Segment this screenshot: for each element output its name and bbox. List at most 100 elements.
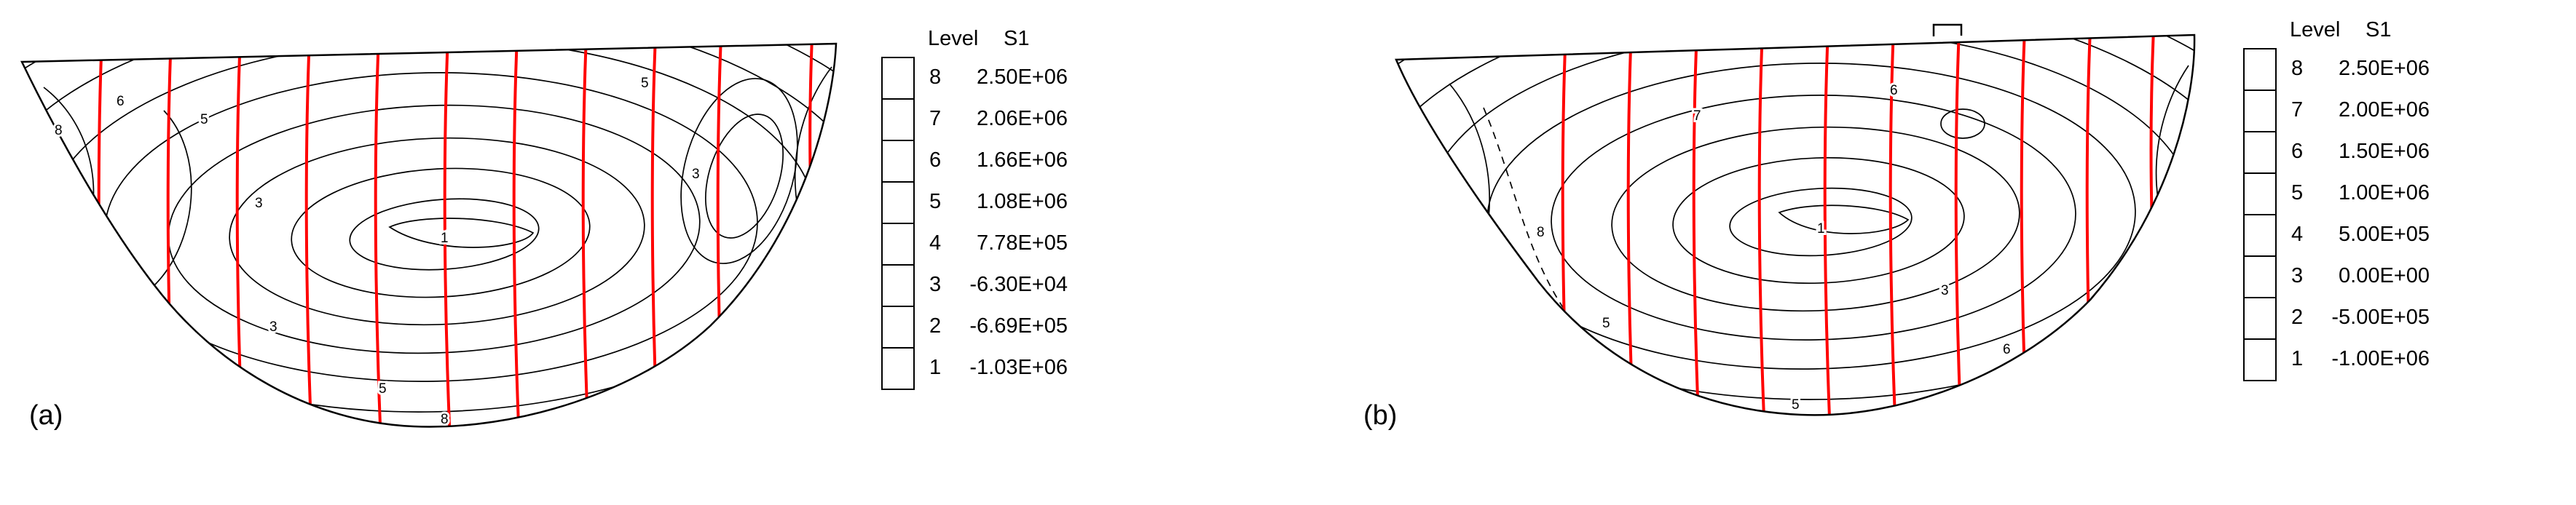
red-section-lines-b (1561, 35, 2158, 415)
legend-level: 1 (929, 356, 942, 379)
legend-a-boxes (881, 57, 915, 390)
legend-level: 3 (2291, 264, 2304, 287)
contour-curve (1396, 35, 2195, 415)
contour-curve (168, 104, 701, 354)
legend-s1-header: S1 (1004, 27, 1030, 50)
legend-value: 1.50E+06 (2339, 140, 2430, 163)
red-section-line (97, 44, 106, 427)
legend-value: -6.30E+04 (969, 273, 1068, 296)
legend-a-header: Level S1 (881, 27, 1068, 51)
contour-label: 6 (2003, 342, 2011, 357)
legend-level: 2 (929, 314, 942, 338)
legend-value: 5.00E+05 (2339, 223, 2430, 246)
panel-b-label: (b) (1363, 400, 1398, 431)
legend-row: 1 -1.03E+06 (929, 347, 1068, 389)
contour-lines-b (1396, 35, 2195, 415)
red-section-line (716, 44, 725, 427)
legend-level: 5 (929, 190, 942, 213)
contour-curve (388, 218, 535, 248)
legend-box (2245, 49, 2275, 91)
contour-label: 8 (441, 412, 449, 427)
contour-curve (291, 167, 591, 298)
contour-curve (229, 137, 645, 326)
legend-box (883, 141, 913, 183)
contour-curve (1611, 126, 2020, 312)
red-section-line (1954, 35, 1963, 415)
legend-row: 7 2.00E+06 (2291, 90, 2430, 131)
panel-a-plot: 8 6 5 3 1 3 5 8 5 3 (20, 42, 838, 429)
legend-b-header: Level S1 (2243, 18, 2430, 42)
red-section-line (2020, 35, 2028, 415)
legend-box (2245, 298, 2275, 340)
red-section-line (1823, 35, 1832, 415)
contour-curve (1425, 35, 2195, 400)
legend-level-header: Level (2290, 18, 2341, 41)
legend-value: -1.03E+06 (969, 356, 1068, 379)
contour-label: 6 (117, 94, 125, 109)
legend-level: 6 (2291, 140, 2304, 163)
contour-label: 1 (441, 231, 449, 246)
contour-label: 3 (255, 196, 263, 211)
legend-value: 0.00E+00 (2339, 264, 2430, 287)
legend-box (883, 183, 913, 224)
contour-curve (349, 198, 540, 271)
red-section-line (2085, 35, 2094, 415)
red-section-line (1888, 35, 1897, 415)
legend-level: 7 (2291, 98, 2304, 122)
legend-level: 6 (929, 148, 942, 172)
legend-box (2245, 174, 2275, 215)
contour-label: 5 (1792, 397, 1800, 413)
legend-b-boxes (2243, 48, 2277, 381)
contour-label: 5 (641, 76, 649, 91)
contour-label: 7 (1693, 108, 1701, 124)
legend-row: 3 0.00E+00 (2291, 255, 2430, 297)
contour-label: 5 (379, 381, 387, 397)
legend-value: 2.06E+06 (977, 107, 1068, 130)
panel-a-label: (a) (29, 400, 63, 431)
legend-level: 7 (929, 107, 942, 130)
contour-curve (1449, 83, 1491, 263)
legend-row: 7 2.06E+06 (929, 98, 1068, 140)
red-section-line (512, 44, 521, 427)
contour-curve (1672, 156, 1965, 285)
legend-box (2245, 132, 2275, 174)
contour-label: 5 (1602, 316, 1610, 331)
red-section-line (235, 44, 244, 427)
legend-level: 8 (929, 65, 942, 89)
legend-level: 8 (2291, 57, 2304, 80)
contour-label: 6 (1890, 83, 1898, 98)
legend-level: 4 (929, 231, 942, 255)
contour-labels-a: 8 6 5 3 1 3 5 8 5 3 (52, 73, 702, 429)
legend-row: 2-6.69E+05 (929, 306, 1068, 347)
legend-value: 2.00E+06 (2339, 98, 2430, 122)
contour-curve (22, 44, 836, 427)
contour-label: 5 (200, 112, 208, 127)
legend-s1-header: S1 (2366, 18, 2392, 41)
legend-row: 1-1.00E+06 (2291, 338, 2430, 380)
red-section-line (1757, 35, 1766, 415)
legend-value: 1.00E+06 (2339, 181, 2430, 204)
contour-curve (1778, 204, 1910, 234)
red-section-lines-a (97, 44, 816, 427)
legend-value: 7.78E+05 (977, 231, 1068, 255)
legend-value: 2.50E+06 (977, 65, 1068, 89)
contour-label: 3 (269, 319, 277, 335)
legend-value: -5.00E+05 (2331, 306, 2430, 329)
legend-level: 3 (929, 273, 942, 296)
red-section-line (2149, 35, 2158, 335)
contour-curve (1396, 35, 2195, 415)
contour-curve (705, 114, 784, 239)
contour-curve (1551, 95, 2076, 341)
contour-curve-dashed (1483, 107, 1564, 309)
dam-outline-a (20, 42, 838, 428)
legend-box (2245, 91, 2275, 132)
